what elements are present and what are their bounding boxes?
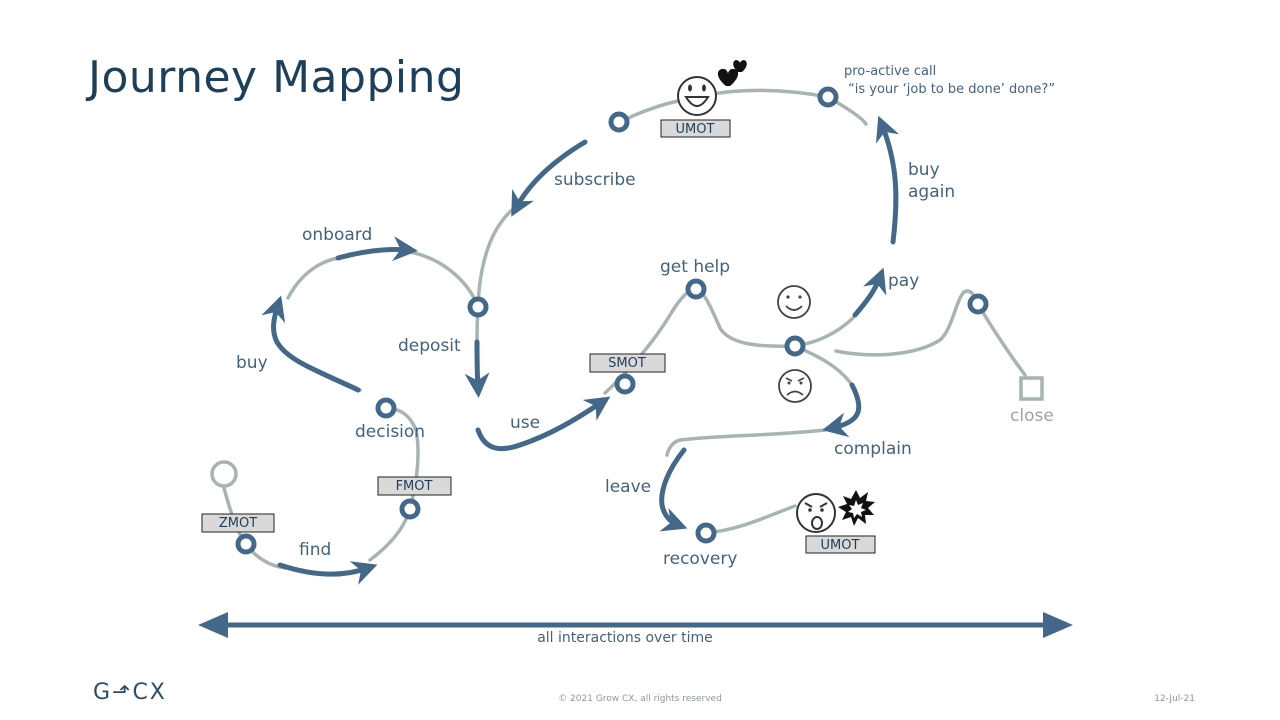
node-smot (614, 373, 636, 395)
tag-umot-top: UMOT (660, 119, 731, 138)
timeline-arrow (198, 612, 1073, 638)
angry-face-icon (796, 493, 836, 533)
label-buy-again-line1: buy (908, 160, 940, 180)
node-close-path (967, 293, 989, 315)
explosion-icon (838, 490, 875, 526)
node-subscribe (608, 111, 630, 133)
node-get-help (685, 278, 707, 300)
footer-date: 12-Jul-21 (1154, 694, 1195, 704)
arrow-leave (659, 447, 688, 532)
proactive-line1: pro-active call (844, 64, 936, 79)
arrow-deposit (464, 339, 490, 398)
end-node (1019, 376, 1044, 401)
node-decision (375, 397, 397, 419)
tag-smot-label: SMOT (608, 356, 646, 371)
tag-smot: SMOT (589, 353, 666, 373)
arrow-buy (261, 295, 361, 393)
tag-fmot: FMOT (377, 476, 452, 496)
label-close: close (1010, 406, 1054, 426)
node-zmot (235, 533, 257, 555)
label-buy-again-line2: again (908, 182, 955, 202)
proactive-line2: “is your ‘job to be done’ done?” (848, 82, 1055, 97)
node-recovery (695, 522, 717, 544)
label-get-help: get help (660, 257, 730, 277)
copyright-text: © 2021 Grow CX, all rights reserved (558, 694, 722, 704)
timeline-label: all interactions over time (537, 630, 713, 646)
arrow-buy-again (875, 115, 900, 245)
node-deposit (467, 296, 489, 318)
tag-umot-bottom-label: UMOT (821, 538, 860, 553)
tag-umot-top-label: UMOT (676, 122, 715, 137)
label-pay: pay (888, 271, 919, 291)
label-deposit: deposit (398, 336, 461, 356)
grow-cx-logo: G⬏CX (93, 680, 167, 705)
label-complain: complain (834, 439, 912, 459)
very-happy-face-icon (677, 76, 717, 116)
label-subscribe: subscribe (554, 170, 636, 190)
label-decision: decision (355, 422, 425, 442)
label-onboard: onboard (302, 225, 372, 245)
journey-arrows (261, 115, 900, 585)
start-node (210, 460, 238, 488)
arrow-complain (822, 382, 862, 438)
tag-zmot: ZMOT (201, 513, 275, 533)
label-buy: buy (236, 353, 268, 373)
page-title: Journey Mapping (88, 52, 465, 103)
label-leave: leave (605, 477, 651, 497)
arrow-subscribe (511, 139, 588, 217)
node-proactive (817, 86, 839, 108)
arrow-pay (852, 267, 887, 318)
arrow-onboard (335, 236, 418, 262)
node-fmot (399, 498, 421, 520)
hearts-icon (717, 60, 747, 86)
tag-fmot-label: FMOT (396, 479, 433, 494)
label-find: find (299, 540, 331, 560)
tag-umot-bottom: UMOT (805, 535, 876, 554)
tag-zmot-label: ZMOT (219, 516, 257, 531)
arrow-use (475, 396, 611, 452)
happy-face-icon (777, 285, 811, 319)
label-use: use (510, 413, 540, 433)
node-junction (784, 335, 806, 357)
label-recovery: recovery (663, 549, 737, 569)
unhappy-face-icon (778, 369, 812, 403)
touchpoint-nodes (235, 86, 989, 555)
arrow-find (277, 561, 378, 585)
